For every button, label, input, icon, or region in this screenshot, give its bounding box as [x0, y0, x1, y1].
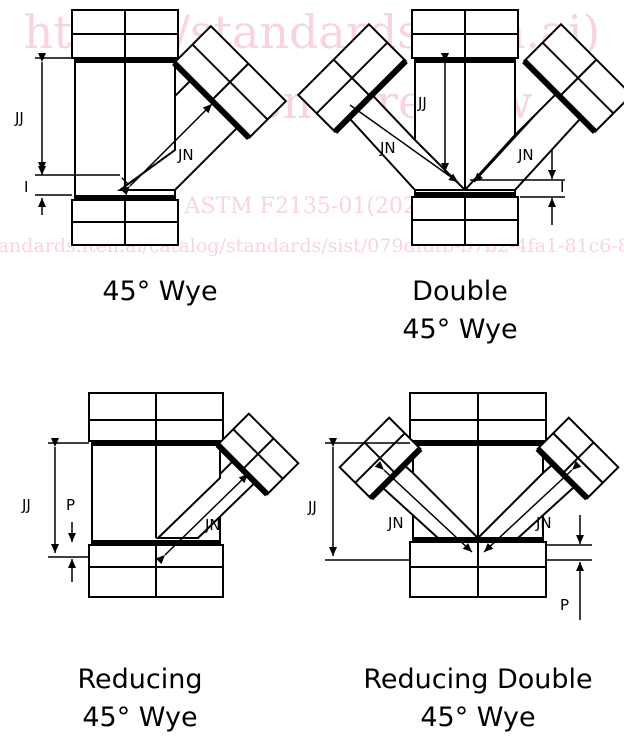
jn-right-label: JN [535, 514, 552, 532]
p-label: P [560, 596, 569, 614]
reducing-double-wye-45-figure: JJ JN JN P Reducing Double 45° Wye [307, 392, 620, 733]
p-label: P [66, 496, 75, 514]
jn-label: JN [204, 516, 221, 534]
i-label: I [24, 178, 28, 196]
wye-branch-socket [172, 24, 288, 140]
double-wye-45-figure: JJ JN JN I Double 45° Wye [296, 9, 624, 345]
jj-label: JJ [307, 498, 317, 516]
double-wye-left-socket [296, 22, 408, 134]
caption-line-2: 45° Wye [82, 702, 197, 733]
jj-label: JJ [14, 109, 24, 127]
caption-line-1: 45° Wye [102, 276, 217, 307]
jj-label: JJ [417, 94, 427, 112]
watermark-line-3: ASTM F2135-01(2022) [184, 194, 440, 219]
caption-line-1: Reducing [77, 664, 202, 695]
caption-line-1: Double [412, 276, 508, 307]
jn-left-label: JN [387, 514, 404, 532]
double-wye-left-branch [338, 80, 468, 191]
i-label: I [560, 178, 564, 196]
caption-line-2: 45° Wye [420, 702, 535, 733]
jn-label: JN [177, 146, 194, 164]
jn-right-label: JN [517, 146, 534, 164]
reducing-wye-branch-socket [215, 412, 300, 497]
jn-left-label: JN [379, 139, 396, 157]
caption-line-2: 45° Wye [402, 314, 517, 345]
wye-45-figure: JJ I JN 45° Wye [14, 9, 288, 307]
double-wye-right-socket [522, 22, 624, 134]
caption-line-1: Reducing Double [363, 664, 592, 695]
reducing-wye-45-figure: JJ P JN Reducing 45° Wye [21, 392, 300, 733]
jj-label: JJ [21, 496, 31, 514]
